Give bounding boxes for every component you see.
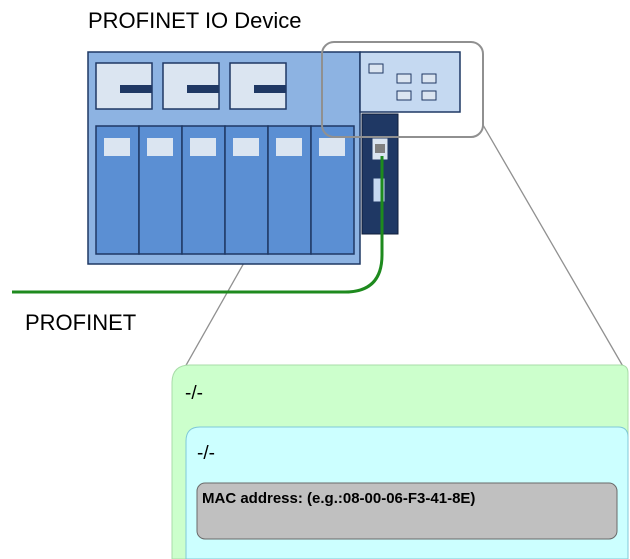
top-slot (162, 62, 220, 110)
profinet-cable (12, 156, 384, 294)
top-slot (229, 62, 287, 110)
io-module (95, 125, 140, 255)
io-device (87, 51, 461, 265)
zoom-line-right (482, 124, 629, 376)
mac-address-label: MAC address: (e.g.:08-00-06-F3-41-8E) (202, 490, 476, 507)
top-slot (95, 62, 153, 110)
led-indicator (421, 90, 437, 101)
mac-address-box (196, 482, 618, 540)
device-title: PROFINET IO Device (88, 8, 302, 33)
led-indicator (396, 90, 412, 101)
profinet-bus-label: PROFINET (25, 310, 137, 335)
outer-panel-text: -/- (185, 383, 203, 404)
led-indicator (421, 73, 437, 84)
inner-panel-text: -/- (197, 443, 215, 464)
io-module (224, 125, 269, 255)
io-module (138, 125, 183, 255)
zoom-selection-box (321, 41, 484, 138)
led-indicator (368, 63, 384, 74)
io-module (267, 125, 312, 255)
io-module (310, 125, 355, 255)
interface-module (361, 113, 399, 235)
io-module (181, 125, 226, 255)
led-indicator (396, 73, 412, 84)
